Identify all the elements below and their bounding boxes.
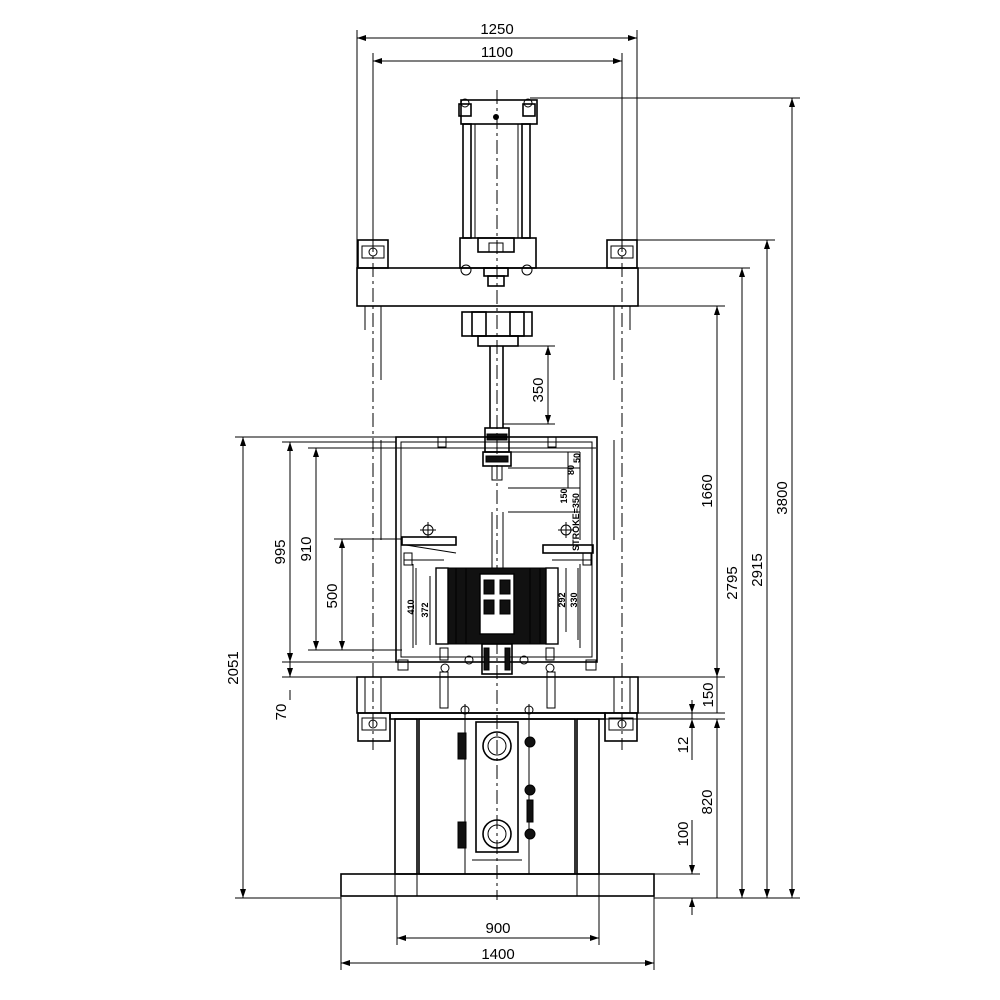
label-1660: 1660 [699,474,716,507]
bolster-beam [356,671,639,742]
dim-70: 70 [273,662,357,720]
dim-3800: 3800 [530,97,800,899]
label-350: 350 [530,377,547,402]
label-2915: 2915 [749,553,766,586]
label-50: 50 [572,453,582,463]
label-500: 500 [324,583,341,608]
dim-1400: 1400 [340,896,655,970]
dim-top-width-inner: 1100 [372,44,623,240]
label-1400: 1400 [481,946,514,963]
stand-frame [340,704,655,897]
dim-2915: 2915 [637,239,775,898]
label-70: 70 [273,704,290,721]
label-1250: 1250 [480,21,513,38]
label-150-small: 150 [559,488,569,503]
label-2795: 2795 [724,566,741,599]
label-stroke: STROKE=350 [571,493,581,551]
dim-top-width-outer: 1250 [356,21,638,268]
chamber-enclosure [395,436,598,675]
dim-1660: 1660 [638,305,725,678]
label-910: 910 [298,536,315,561]
label-150: 150 [700,682,717,707]
dim-350: 350 [503,345,555,425]
label-100: 100 [675,821,692,846]
dim-900: 900 [396,896,600,945]
label-995: 995 [272,539,289,564]
dim-820: 820 [599,718,725,898]
label-1100: 1100 [481,44,513,61]
internal-dims: 80 50 150 STROKE=350 410 372 292 330 [406,451,582,645]
label-410: 410 [406,599,416,614]
label-80: 80 [566,465,576,475]
hydraulic-cylinder [458,98,538,287]
label-12: 12 [675,737,692,754]
label-292: 292 [557,592,567,607]
dim-995: 995 [272,441,396,663]
label-900: 900 [485,920,510,937]
dim-2795: 2795 [638,267,750,898]
label-330: 330 [569,592,579,607]
dim-2051: 2051 [225,436,396,899]
label-372: 372 [420,602,430,617]
dim-500: 500 [324,538,402,650]
label-2051: 2051 [225,651,242,684]
label-3800: 3800 [774,481,791,514]
tie-rods [364,238,631,750]
dim-12: 12 [675,700,695,760]
dim-150: 150 [638,677,725,714]
dim-910: 910 [298,447,402,651]
dim-100: 100 [654,820,700,915]
label-820: 820 [699,789,716,814]
